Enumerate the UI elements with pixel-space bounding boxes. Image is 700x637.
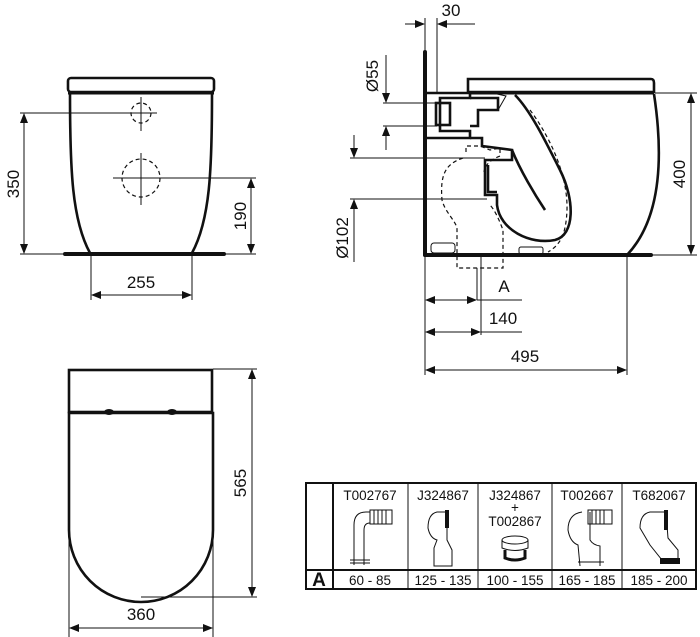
adapter-range: 60 - 85 — [349, 573, 391, 588]
adapter-elbow-icon — [350, 509, 393, 565]
dim-565: 565 — [231, 469, 250, 497]
dim-400: 400 — [670, 160, 689, 188]
dim-a: A — [498, 277, 510, 296]
dim-255: 255 — [127, 273, 155, 292]
side-lid — [466, 77, 656, 94]
front-view: 350 190 255 — [4, 76, 256, 300]
top-seat-outline — [67, 411, 215, 604]
adapter-code: J324867 — [489, 488, 541, 503]
dim-360: 360 — [127, 605, 155, 624]
adapter-bend-icon — [567, 509, 613, 567]
adapter-angled-icon — [639, 510, 680, 564]
dim-d102: Ø102 — [333, 217, 352, 259]
adapter-code: T002767 — [343, 488, 396, 503]
dim-495: 495 — [511, 347, 539, 366]
adapter-code: J324867 — [417, 488, 469, 503]
adapter-code: T682067 — [632, 488, 685, 503]
front-bowl-outline — [68, 93, 214, 254]
side-view: 30 Ø55 Ø102 — [333, 1, 697, 375]
dim-350: 350 — [4, 170, 23, 198]
adapter-range: 185 - 200 — [630, 573, 687, 588]
side-bowl-outline — [626, 93, 661, 256]
adapter-plus: + — [511, 500, 519, 515]
adapter-code: T002667 — [560, 488, 613, 503]
front-lid — [66, 76, 216, 94]
trap-dashed — [529, 109, 568, 253]
dim-190: 190 — [231, 202, 250, 230]
dim-30: 30 — [442, 1, 461, 20]
adapter-code-2: T002867 — [488, 514, 541, 529]
adapter-range: 165 - 185 — [558, 573, 615, 588]
adapter-range: 100 - 155 — [486, 573, 543, 588]
adapter-offset-icon — [427, 510, 453, 567]
outlet-dashed — [440, 157, 504, 269]
top-cistern — [67, 368, 214, 414]
dim-d55: Ø55 — [363, 60, 382, 92]
table-row-label: A — [312, 570, 326, 591]
top-view: 565 360 — [67, 368, 257, 637]
adapter-seal-icon — [501, 535, 529, 562]
adapter-range: 125 - 135 — [414, 573, 471, 588]
adapter-table: A T002767 60 - 85 J324867 125 - 135 J324… — [305, 482, 697, 591]
trap-outline — [470, 94, 572, 243]
dim-140: 140 — [489, 309, 517, 328]
